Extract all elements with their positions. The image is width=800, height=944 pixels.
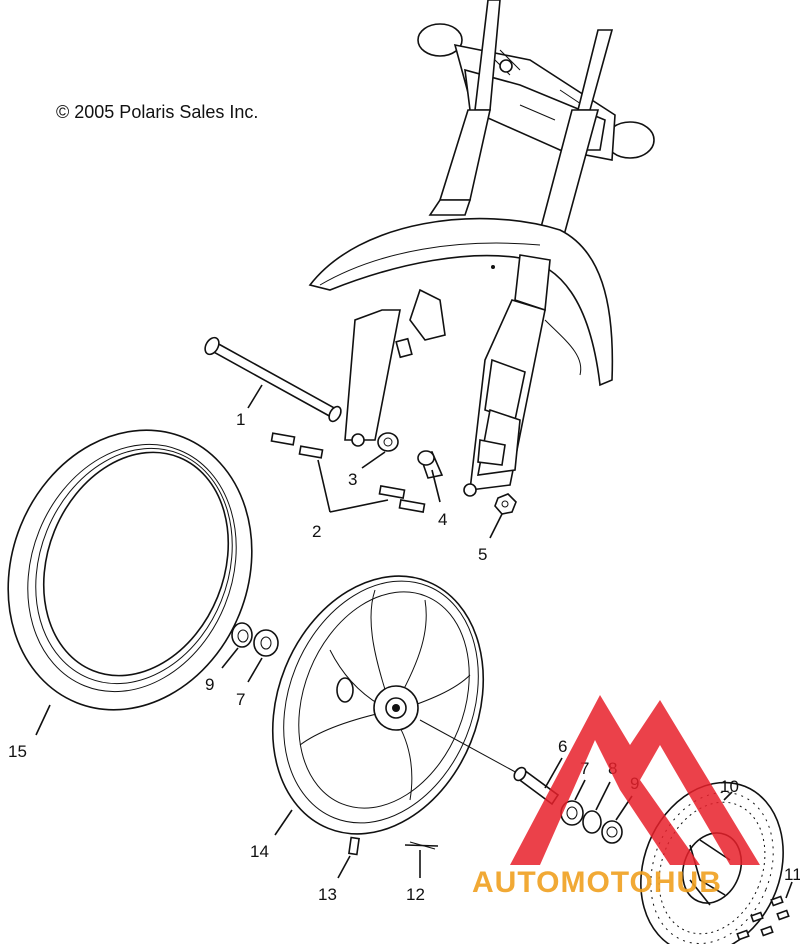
callout-9-left: 9 [205, 675, 214, 694]
watermark-logo [510, 695, 760, 865]
callout-11: 11 [784, 865, 800, 884]
callout-13: 13 [318, 885, 337, 904]
callout-12: 12 [406, 885, 425, 904]
watermark-text: AUTOMOTOHUB [472, 866, 722, 899]
callout-1: 1 [236, 410, 245, 429]
part-3-spacer [377, 432, 399, 452]
callout-5: 5 [478, 545, 487, 564]
part-7-bearing-left [253, 629, 279, 657]
callout-6: 6 [558, 737, 567, 756]
copyright-text: © 2005 Polaris Sales Inc. [56, 102, 258, 122]
callout-7-left: 7 [236, 690, 245, 709]
callout-7-right: 7 [580, 759, 589, 778]
part-15-tire [7, 429, 253, 711]
part-12-weight [404, 841, 439, 850]
part-11-disc-bolts [736, 895, 790, 941]
callout-4: 4 [438, 510, 447, 529]
part-1-axle [204, 336, 342, 423]
callout-2: 2 [312, 522, 321, 541]
part-4-spacer [417, 450, 444, 479]
part-5-nut [494, 493, 517, 515]
part-14-wheel [271, 575, 485, 835]
fork-assembly [308, 0, 655, 497]
part-8-snap-ring [582, 810, 602, 834]
part-13-valve-stem [348, 836, 360, 856]
axle-centerline [419, 719, 531, 781]
callout-3: 3 [348, 470, 357, 489]
part-9-seal-left [231, 622, 253, 648]
part-2-bolts [270, 432, 426, 513]
callout-14: 14 [250, 842, 269, 861]
callout-10: 10 [720, 777, 739, 796]
part-9-seal-right [601, 820, 623, 844]
callout-15: 15 [8, 742, 27, 761]
